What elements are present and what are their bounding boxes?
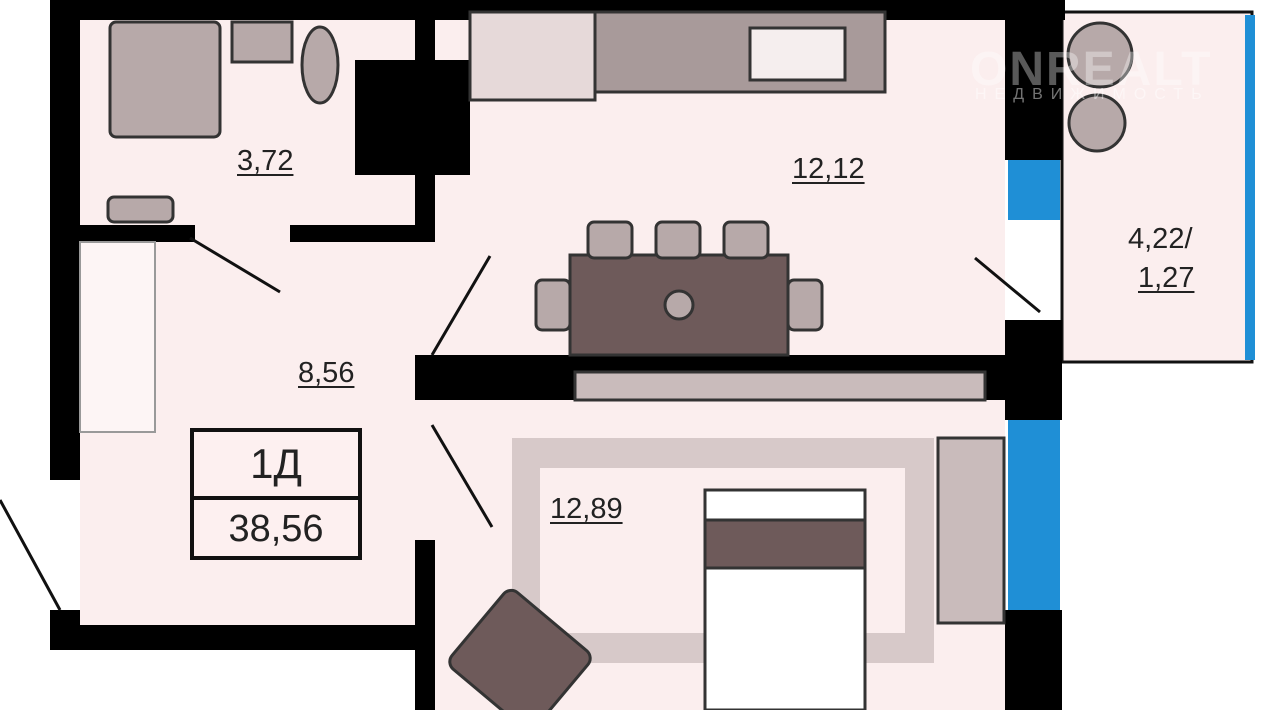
- kitchen-area: 12,12: [792, 153, 865, 185]
- wardrobe: [79, 241, 156, 433]
- bedroom-furniture: [448, 370, 1006, 710]
- watermark-brand: ONREALT: [970, 43, 1213, 96]
- balcony-floor: [1060, 10, 1254, 364]
- kitchen-furniture: [468, 10, 887, 357]
- bedroom-area: 12,89: [550, 493, 623, 525]
- balcony-area-total: 4,22/: [1128, 223, 1193, 255]
- balcony-window: [1245, 15, 1255, 360]
- watermark-subtitle: НЕДВИЖИМОСТЬ: [975, 86, 1210, 103]
- doors: [0, 236, 1041, 611]
- bathroom-fixtures: [106, 20, 340, 224]
- bathroom-area: 3,72: [237, 145, 294, 177]
- window: [1008, 160, 1060, 220]
- apartment-type: 1Д: [194, 432, 358, 500]
- balcony-area-reduced: 1,27: [1138, 262, 1195, 294]
- window: [1008, 420, 1060, 610]
- apartment-total-area: 38,56: [228, 508, 324, 550]
- balcony-furniture: [1066, 21, 1134, 153]
- apartment-badge: 1Д 38,56: [190, 428, 362, 560]
- hallway-area: 8,56: [298, 357, 355, 389]
